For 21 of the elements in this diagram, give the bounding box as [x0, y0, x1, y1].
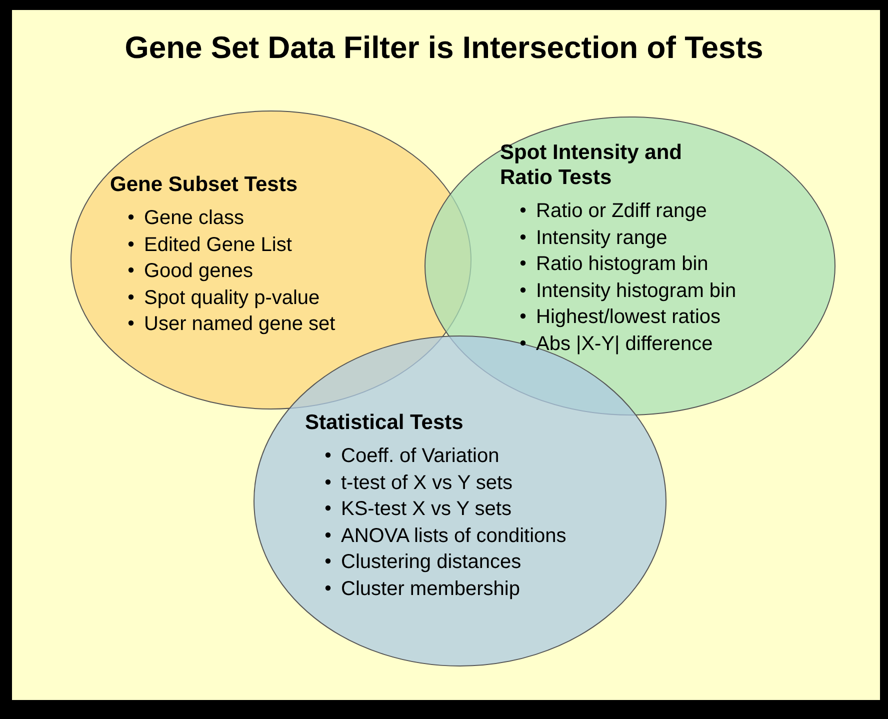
test-item: t-test of X vs Y sets [341, 472, 513, 494]
test-item: Coeff. of Variation [341, 445, 500, 467]
test-item: KS-test X vs Y sets [341, 498, 512, 520]
test-item: Spot quality p-value [144, 286, 320, 308]
test-item: ANOVA lists of conditions [341, 524, 566, 546]
set-heading: Spot Intensity and Ratio Tests [500, 140, 684, 190]
test-item: Clustering distances [341, 551, 522, 573]
set-heading: Gene Subset Tests [110, 172, 299, 197]
test-item: Ratio histogram bin [536, 253, 708, 275]
test-item: Good genes [144, 260, 253, 282]
diagram-title: Gene Set Data Filter is Intersection of Tests [124, 30, 764, 66]
set-heading: Statistical Tests [305, 410, 464, 435]
test-item: Highest/lowest ratios [536, 306, 721, 328]
test-item: Abs |X-Y| difference [536, 332, 713, 354]
test-item: User named gene set [144, 313, 336, 335]
test-item: Ratio or Zdiff range [536, 200, 707, 222]
test-item: Edited Gene List [144, 234, 292, 256]
test-item: Gene class [144, 207, 244, 229]
test-item: Cluster membership [341, 578, 520, 600]
test-item: Intensity range [536, 226, 668, 248]
test-item: Intensity histogram bin [536, 280, 736, 302]
